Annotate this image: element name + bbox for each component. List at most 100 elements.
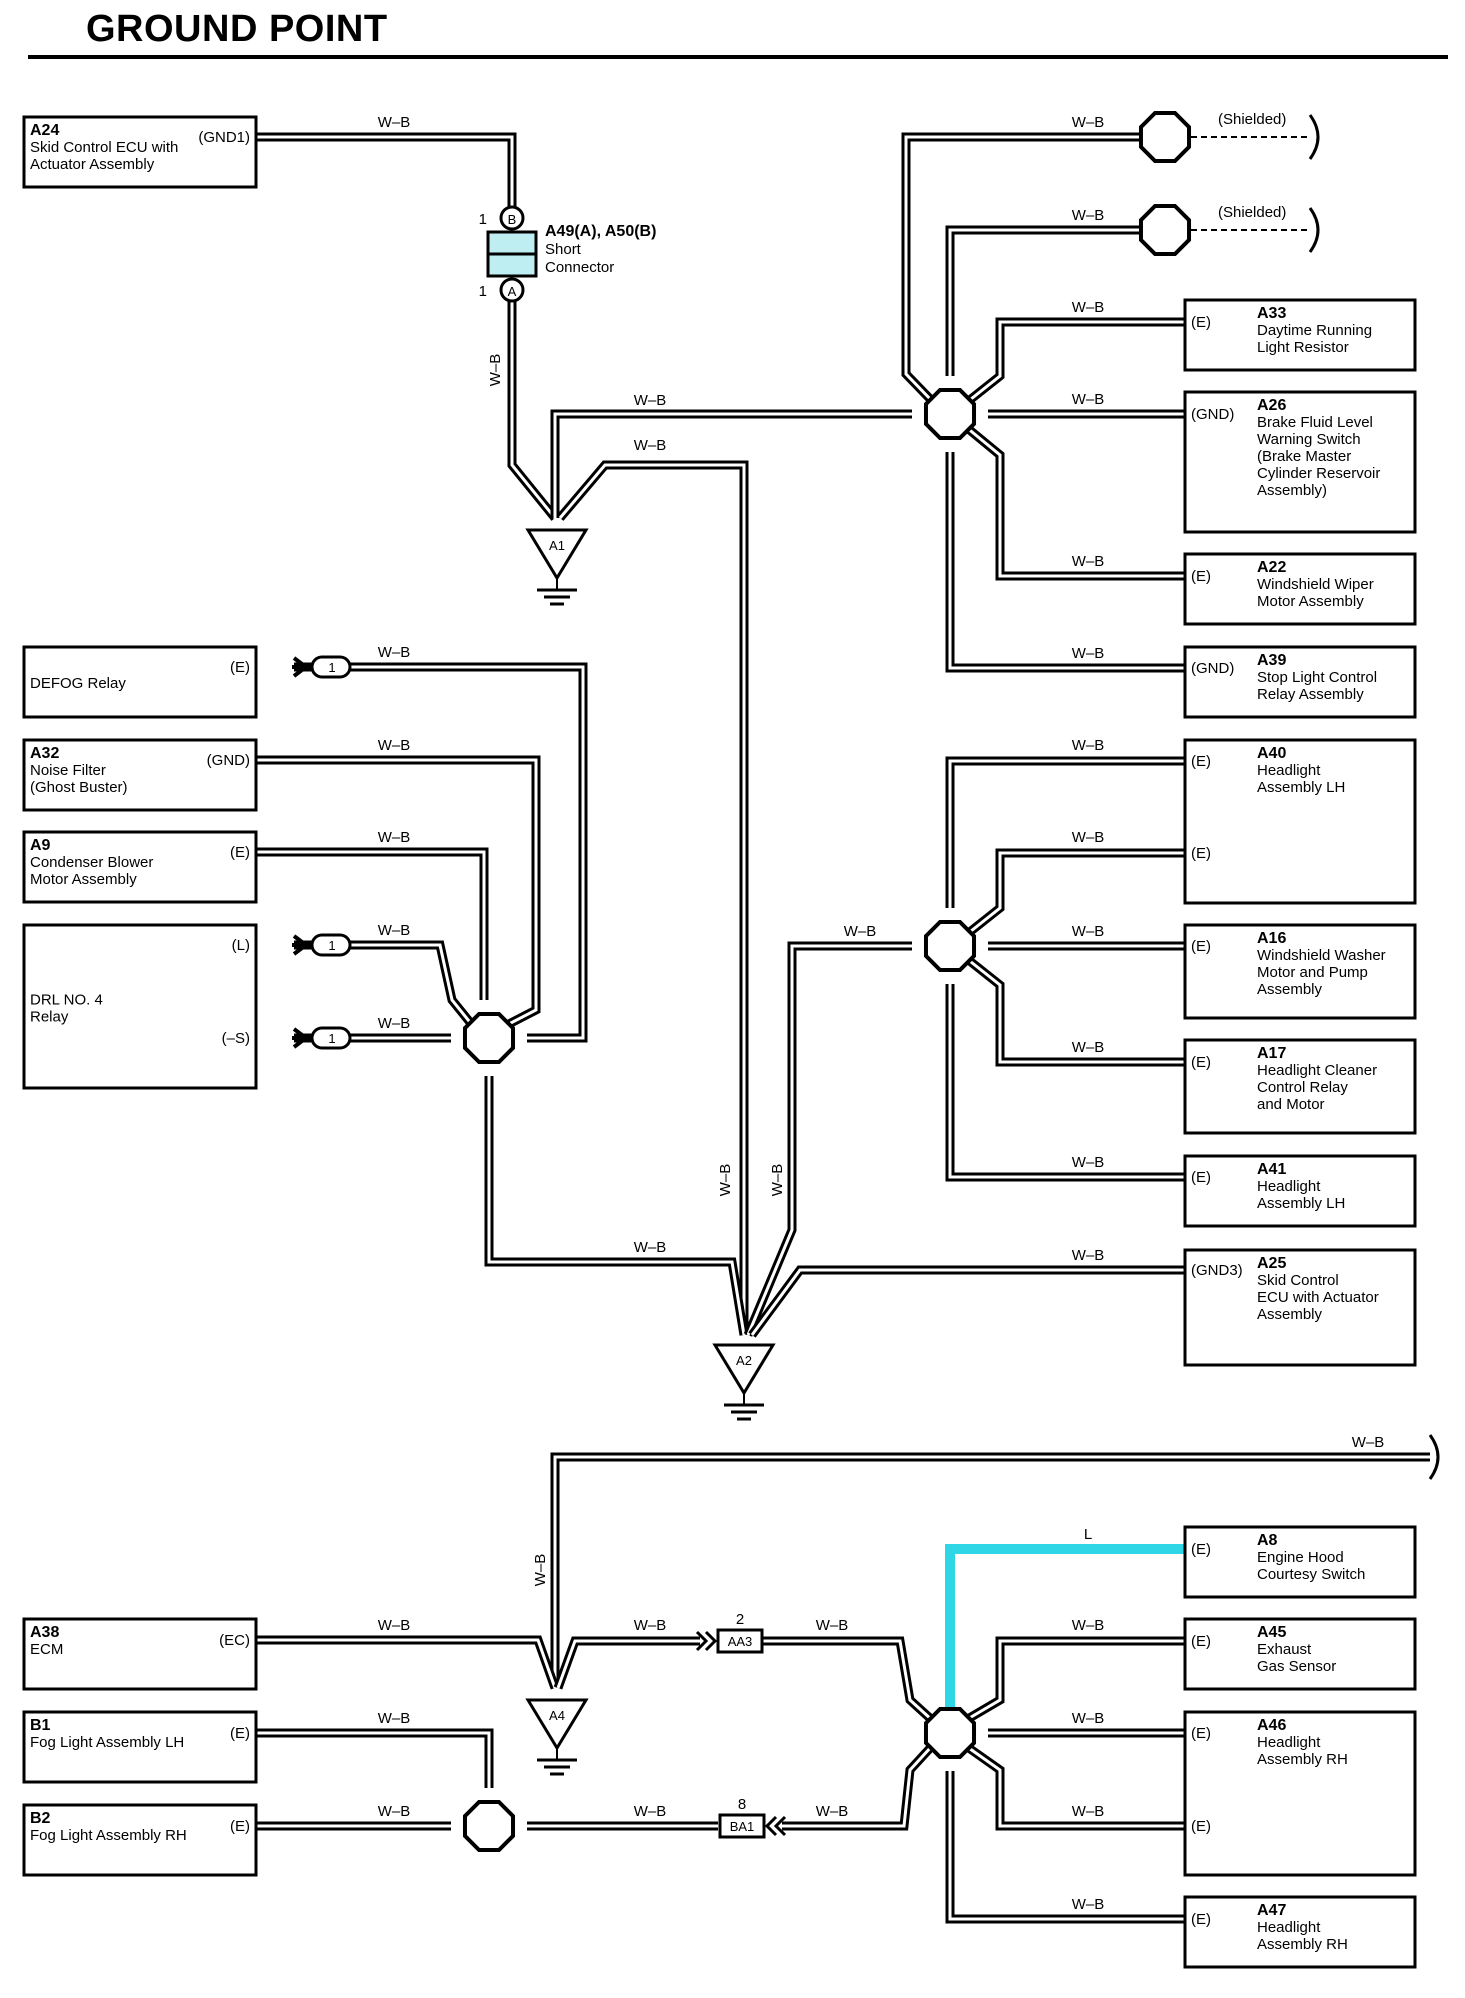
- wire-short-a1-core: [510, 290, 557, 519]
- component-a39: [1183, 645, 1417, 719]
- component-a25-line: Assembly: [1257, 1306, 1323, 1323]
- wire-label: W–B: [634, 1239, 667, 1256]
- wire-label-vertical: W–B: [769, 1164, 786, 1197]
- component-a9-id: A9: [30, 837, 51, 854]
- component-a26-line: (Brake Master: [1257, 448, 1351, 465]
- component-a24-line: Actuator Assembly: [30, 156, 155, 173]
- component-a26-pin: (GND): [1191, 406, 1234, 423]
- component-a41-pin: (E): [1191, 1169, 1211, 1186]
- short-connector-pin-b: [499, 205, 525, 231]
- short-connector-name: Short: [545, 241, 582, 258]
- component-a16-line: Assembly: [1257, 981, 1323, 998]
- wire-b1-j5-core: [256, 1731, 491, 1788]
- aa3-arrow-icon: [695, 1630, 709, 1652]
- component-a17: [1183, 1038, 1417, 1135]
- wire-label: W–B: [378, 829, 411, 846]
- component-a8-line: Courtesy Switch: [1257, 1566, 1365, 1583]
- component-a41-line: Assembly LH: [1257, 1195, 1345, 1212]
- wire-label: W–B: [378, 1617, 411, 1634]
- wire-aa3-j4-core: [761, 1639, 934, 1722]
- component-drl-no4-relay: [22, 923, 258, 1090]
- component-a32-line: (Ghost Buster): [30, 779, 128, 796]
- component-a40-pin: (E): [1191, 845, 1211, 862]
- component-a40: [1183, 738, 1417, 905]
- joint-point-4: [923, 1706, 977, 1760]
- wire-label: W–B: [378, 114, 411, 131]
- component-a24: [22, 115, 258, 189]
- component-a25-line: ECU with Actuator: [1257, 1289, 1379, 1306]
- wire-b1-j5: [256, 1728, 494, 1788]
- component-a46-line: Headlight: [1257, 1734, 1321, 1751]
- wire-label: W–B: [1072, 1247, 1105, 1264]
- junction-aa3: [716, 1628, 764, 1654]
- shield-break-icon: [1308, 207, 1320, 253]
- component-a46-pin: (E): [1191, 1725, 1211, 1742]
- ground-a4: [525, 1698, 589, 1751]
- wire-label: W–B: [378, 922, 411, 939]
- wire-j3-a2-core: [746, 944, 912, 1336]
- component-a9: [22, 830, 258, 904]
- wire-j3-a17-core: [965, 956, 1185, 1064]
- short-pin-b-label: B: [508, 212, 517, 227]
- component-a22-line: Motor Assembly: [1257, 593, 1364, 610]
- wire-ba1-j4-core: [782, 1744, 934, 1828]
- wire-label: W–B: [378, 1015, 411, 1032]
- short-pin-num-b: 1: [479, 211, 487, 228]
- component-b1: [22, 1710, 258, 1784]
- wire-label-l: L: [1084, 1526, 1092, 1543]
- joint-point-1: [923, 387, 977, 441]
- component-b2-id: B2: [30, 1810, 51, 1827]
- component-a24-line: Skid Control ECU with: [30, 139, 178, 156]
- wire-label: W–B: [1072, 391, 1105, 408]
- component-a25-line: Skid Control: [1257, 1272, 1339, 1289]
- component-a22-id: A22: [1257, 559, 1286, 576]
- component-a45-pin: (E): [1191, 1633, 1211, 1650]
- connector-1-drl-s-label: 1: [328, 1031, 335, 1046]
- component-a39-id: A39: [1257, 652, 1286, 669]
- component-a26: [1183, 390, 1417, 534]
- wire-a4-aa3: [553, 1636, 700, 1690]
- wire-a38-a4-core: [256, 1638, 557, 1689]
- wire-label: W–B: [816, 1803, 849, 1820]
- component-a26-id: A26: [1257, 397, 1286, 414]
- wire-j1-shield1: [901, 132, 1143, 407]
- component-a8-pin: (E): [1191, 1541, 1211, 1558]
- wire-short-a1: [507, 290, 559, 521]
- component-a17-line: and Motor: [1257, 1096, 1325, 1113]
- shielded-label: (Shielded): [1218, 204, 1286, 221]
- wire-label: W–B: [1072, 114, 1105, 131]
- component-a41-line: Headlight: [1257, 1178, 1321, 1195]
- component-b1-id: B1: [30, 1717, 51, 1734]
- wire-a24-short-core: [256, 135, 514, 218]
- wire-j3-a41-core: [948, 984, 1185, 1179]
- joint-point-3: [923, 919, 977, 973]
- component-b2-pin: (E): [230, 1818, 250, 1835]
- component-a26-line: Warning Switch: [1257, 431, 1361, 448]
- wire-a32-j2: [256, 755, 541, 1030]
- wire-label-vertical: W–B: [532, 1554, 549, 1587]
- component-a33-pin: (E): [1191, 314, 1211, 331]
- component-a24-id: A24: [30, 122, 59, 139]
- component-a40-pin: (E): [1191, 753, 1211, 770]
- component-a8: [1183, 1525, 1417, 1599]
- component-a17-line: Headlight Cleaner: [1257, 1062, 1377, 1079]
- component-a46-line: Assembly RH: [1257, 1751, 1348, 1768]
- wire-a1-a2-core: [558, 463, 746, 1335]
- connector-1-drl-l: [310, 933, 352, 957]
- junction-aa3-code: AA3: [728, 1634, 753, 1649]
- title-rule: [28, 55, 1448, 59]
- component-a9-line: Condenser Blower: [30, 854, 153, 871]
- junction-ba1: [718, 1813, 766, 1839]
- wire-label: W–B: [378, 1710, 411, 1727]
- component-b1-pin: (E): [230, 1725, 250, 1742]
- component-defog-relay: [22, 645, 258, 719]
- connector-1-drl-s: [310, 1026, 352, 1050]
- joint-point-2: [462, 1011, 516, 1065]
- shielded-label: (Shielded): [1218, 111, 1286, 128]
- component-a9-pin: (E): [230, 844, 250, 861]
- component-a25: [1183, 1248, 1417, 1367]
- wire-label: W–B: [634, 392, 667, 409]
- component-a47-line: Headlight: [1257, 1919, 1321, 1936]
- wire-label: W–B: [816, 1617, 849, 1634]
- page-title: GROUND POINT: [86, 8, 388, 50]
